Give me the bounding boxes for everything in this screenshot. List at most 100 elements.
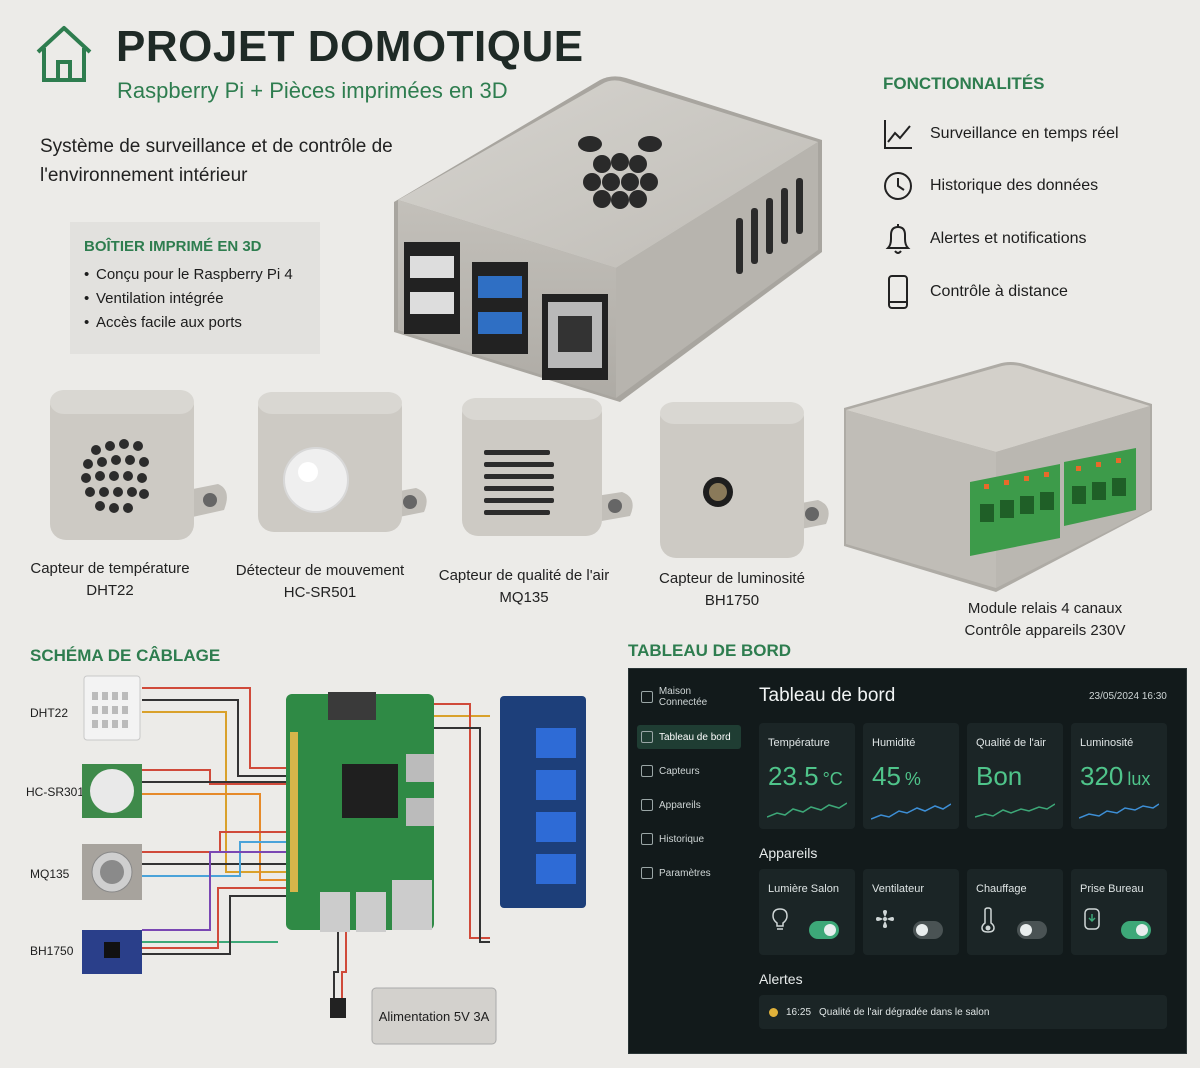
module-ref: DHT22 xyxy=(86,582,134,599)
module-name: Détecteur de mouvement xyxy=(235,562,405,579)
lightbulb-icon xyxy=(772,908,788,930)
feature-item: Historique des données xyxy=(882,166,1098,206)
feature-item: Alertes et notifications xyxy=(882,219,1087,259)
sparkline xyxy=(975,803,1055,818)
gear-icon xyxy=(641,867,653,879)
device-card-light: Lumière Salon xyxy=(759,869,855,955)
box-panel-title: BOÎTIER IMPRIMÉ EN 3D xyxy=(84,238,262,255)
power-supply-label: Alimentation 5V 3A xyxy=(378,1009,490,1024)
alert-item[interactable]: 16:25 Qualité de l'air dégradée dans le … xyxy=(759,995,1167,1029)
device-label: Ventilateur xyxy=(872,883,924,895)
sidebar-item-sensors[interactable]: Capteurs xyxy=(637,759,741,783)
air-quality-sensor-module xyxy=(462,398,633,536)
module-ref: BH1750 xyxy=(704,592,760,609)
card-label: Humidité xyxy=(872,737,916,749)
box-feature: Ventilation intégrée xyxy=(84,287,306,311)
module-caption: Capteur de température DHT22 xyxy=(20,558,200,602)
light-sensor-module xyxy=(660,402,829,558)
module-caption: Capteur de luminosité BH1750 xyxy=(642,568,822,612)
home-icon xyxy=(641,691,653,703)
clock-icon xyxy=(884,172,912,200)
sidebar-item-dashboard[interactable]: Tableau de bord xyxy=(637,725,741,749)
module-ref: HC-SR501 xyxy=(283,584,357,601)
card-label: Température xyxy=(768,737,830,749)
card-label: Luminosité xyxy=(1080,737,1134,749)
heating-toggle[interactable] xyxy=(1017,921,1047,939)
sparkline xyxy=(767,802,847,818)
feature-label: Alertes et notifications xyxy=(930,230,1087,247)
module-ref: MQ135 xyxy=(499,589,549,606)
module-name: Capteur de luminosité xyxy=(659,570,805,587)
features-title: FONCTIONNALITÉS xyxy=(883,74,1045,93)
sidebar-item-label: Capteurs xyxy=(659,765,700,777)
page-subtitle: Raspberry Pi + Pièces imprimées en 3D xyxy=(117,78,508,103)
dashboard-window: Maison Connectée Tableau de bord Capteur… xyxy=(628,668,1187,1054)
sensor-label: HC-SR301 xyxy=(26,785,85,799)
sidebar-item-label: Appareils xyxy=(659,799,701,811)
device-icon xyxy=(641,799,653,811)
sensor-card-temperature[interactable]: Température 23.5°C xyxy=(759,723,855,829)
module-ref: Contrôle appareils 230V xyxy=(964,622,1126,639)
device-label: Lumière Salon xyxy=(768,883,839,895)
sidebar-item-label: Tableau de bord xyxy=(659,731,731,743)
motion-sensor-module xyxy=(258,392,427,532)
card-value: Bon xyxy=(976,761,1026,792)
sidebar-item-settings[interactable]: Paramètres xyxy=(637,861,741,885)
sensor-icon xyxy=(641,765,653,777)
card-value-number: Bon xyxy=(976,761,1023,791)
device-card-fan: Ventilateur xyxy=(863,869,959,955)
sidebar-item-history[interactable]: Historique xyxy=(637,827,741,851)
app-name-label: Maison Connectée xyxy=(658,686,708,708)
light-toggle[interactable] xyxy=(809,921,839,939)
alert-time: 16:25 xyxy=(786,1006,812,1018)
feature-label: Surveillance en temps réel xyxy=(930,125,1119,142)
module-caption: Détecteur de mouvement HC-SR501 xyxy=(230,560,410,604)
box-panel: BOÎTIER IMPRIMÉ EN 3D Conçu pour le Rasp… xyxy=(70,222,320,354)
feature-label: Contrôle à distance xyxy=(930,283,1068,300)
wiring-diagram xyxy=(82,675,586,1045)
sensor-label: BH1750 xyxy=(30,944,74,958)
sidebar-item-devices[interactable]: Appareils xyxy=(637,793,741,817)
plug-toggle[interactable] xyxy=(1121,921,1151,939)
fan-toggle[interactable] xyxy=(913,921,943,939)
dashboard-sidebar: Maison Connectée Tableau de bord Capteur… xyxy=(629,669,747,1053)
alerts-title: Alertes xyxy=(759,971,803,987)
card-unit: °C xyxy=(822,769,843,789)
module-caption: Capteur de qualité de l'air MQ135 xyxy=(434,565,614,609)
alert-text: Qualité de l'air dégradée dans le salon xyxy=(819,1006,990,1018)
sidebar-app-name: Maison Connectée xyxy=(637,685,741,709)
card-value: 23.5°C xyxy=(768,761,843,792)
power-plug-icon xyxy=(1084,908,1100,930)
sensor-card-humidity[interactable]: Humidité 45% xyxy=(863,723,959,829)
card-unit: % xyxy=(904,769,921,789)
house-icon xyxy=(36,26,92,82)
device-card-plug: Prise Bureau xyxy=(1071,869,1167,955)
relay-module xyxy=(844,362,1152,592)
card-value-number: 320 xyxy=(1080,761,1124,791)
card-value-number: 45 xyxy=(872,761,901,791)
dashboard-title: Tableau de bord xyxy=(759,685,896,706)
raspberry-pi-case xyxy=(394,76,822,403)
device-label: Chauffage xyxy=(976,883,1027,895)
sensor-label: MQ135 xyxy=(30,867,70,881)
alert-dot xyxy=(769,1007,778,1017)
module-name: Capteur de température xyxy=(30,560,190,577)
temperature-sensor-module xyxy=(50,390,227,540)
feature-item: Contrôle à distance xyxy=(882,272,1068,312)
feature-item: Surveillance en temps réel xyxy=(882,114,1119,154)
device-label: Prise Bureau xyxy=(1080,883,1144,895)
sensor-card-air-quality[interactable]: Qualité de l'air Bon xyxy=(967,723,1063,829)
sparkline xyxy=(871,803,951,820)
sidebar-item-label: Historique xyxy=(659,833,705,845)
bell-icon xyxy=(885,224,911,254)
card-value-number: 23.5 xyxy=(768,761,819,791)
box-feature: Conçu pour le Raspberry Pi 4 xyxy=(84,263,306,287)
sparkline xyxy=(1079,803,1159,819)
wiring-title: SCHÉMA DE CÂBLAGE xyxy=(30,646,221,665)
page-title: PROJET DOMOTIQUE xyxy=(116,22,584,71)
devices-title: Appareils xyxy=(759,845,818,861)
dashboard-datetime: 23/05/2024 16:30 xyxy=(1089,691,1167,702)
project-description: Système de surveillance et de contrôle d… xyxy=(40,136,393,186)
